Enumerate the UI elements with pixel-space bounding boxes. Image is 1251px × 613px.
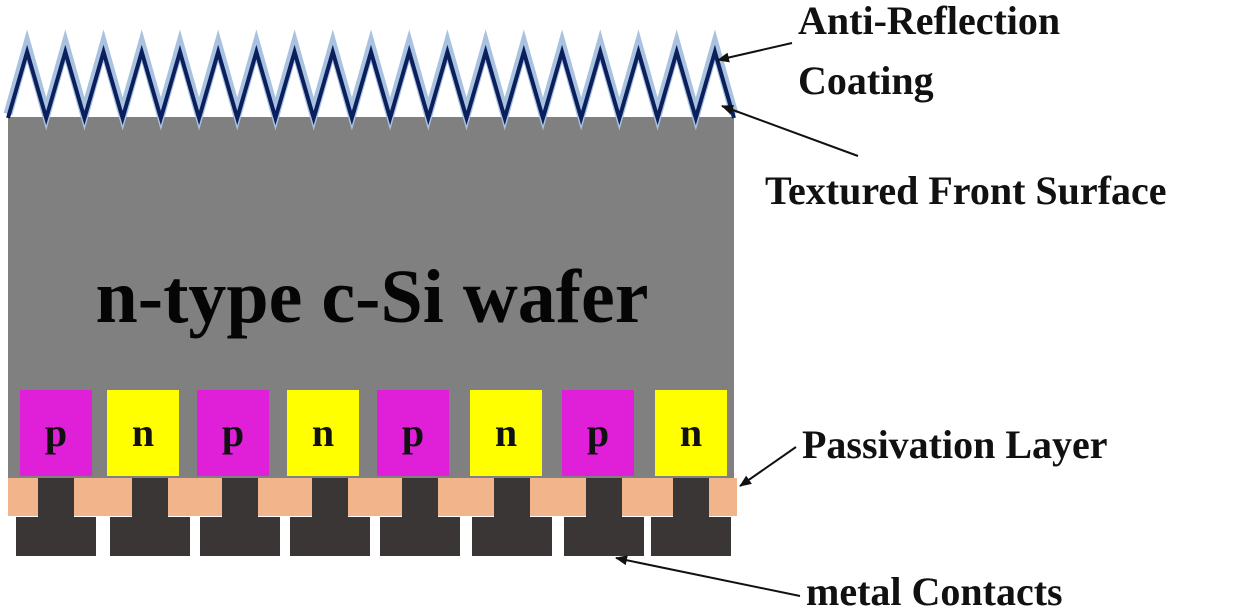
n-region-label: n [132,410,154,455]
annotation-arrows [615,42,859,597]
passivation-label: Passivation Layer [802,422,1108,467]
p-region [377,390,449,476]
metal-contact [16,478,96,556]
metal-contacts [16,478,731,556]
p-region [197,390,269,476]
p-region [562,390,634,476]
n-region [470,390,542,476]
n-region-label: n [312,410,334,455]
metal-contact [110,478,190,556]
metal-contacts-label: metal Contacts [806,569,1063,613]
metal-contact [651,478,731,556]
p-region [20,390,92,476]
metal-contact [472,478,552,556]
anti-reflection-label-line1: Anti-Reflection [798,0,1060,43]
metal-contact [290,478,370,556]
p-region-label: p [45,410,67,455]
wafer-label: n-type c-Si wafer [96,255,649,339]
textured-surface-label: Textured Front Surface [765,168,1166,213]
metal-arrow [615,555,801,597]
anti-reflection-label-line2: Coating [798,58,934,103]
n-region-label: n [680,410,702,455]
metal-contact [200,478,280,556]
p-region-label: p [222,410,244,455]
p-region-label: p [402,410,424,455]
passivation-strip [8,478,737,516]
p-region-label: p [587,410,609,455]
passivation-arrow [739,446,797,487]
passivation-layer [8,478,737,516]
n-region-label: n [495,410,517,455]
n-region [655,390,727,476]
n-region [107,390,179,476]
texture-arrow [721,105,859,157]
metal-contact [564,478,644,556]
textured-surface [3,29,739,131]
arc-arrow [717,42,793,63]
n-region [287,390,359,476]
texture-profile [6,44,736,126]
metal-contact [380,478,460,556]
